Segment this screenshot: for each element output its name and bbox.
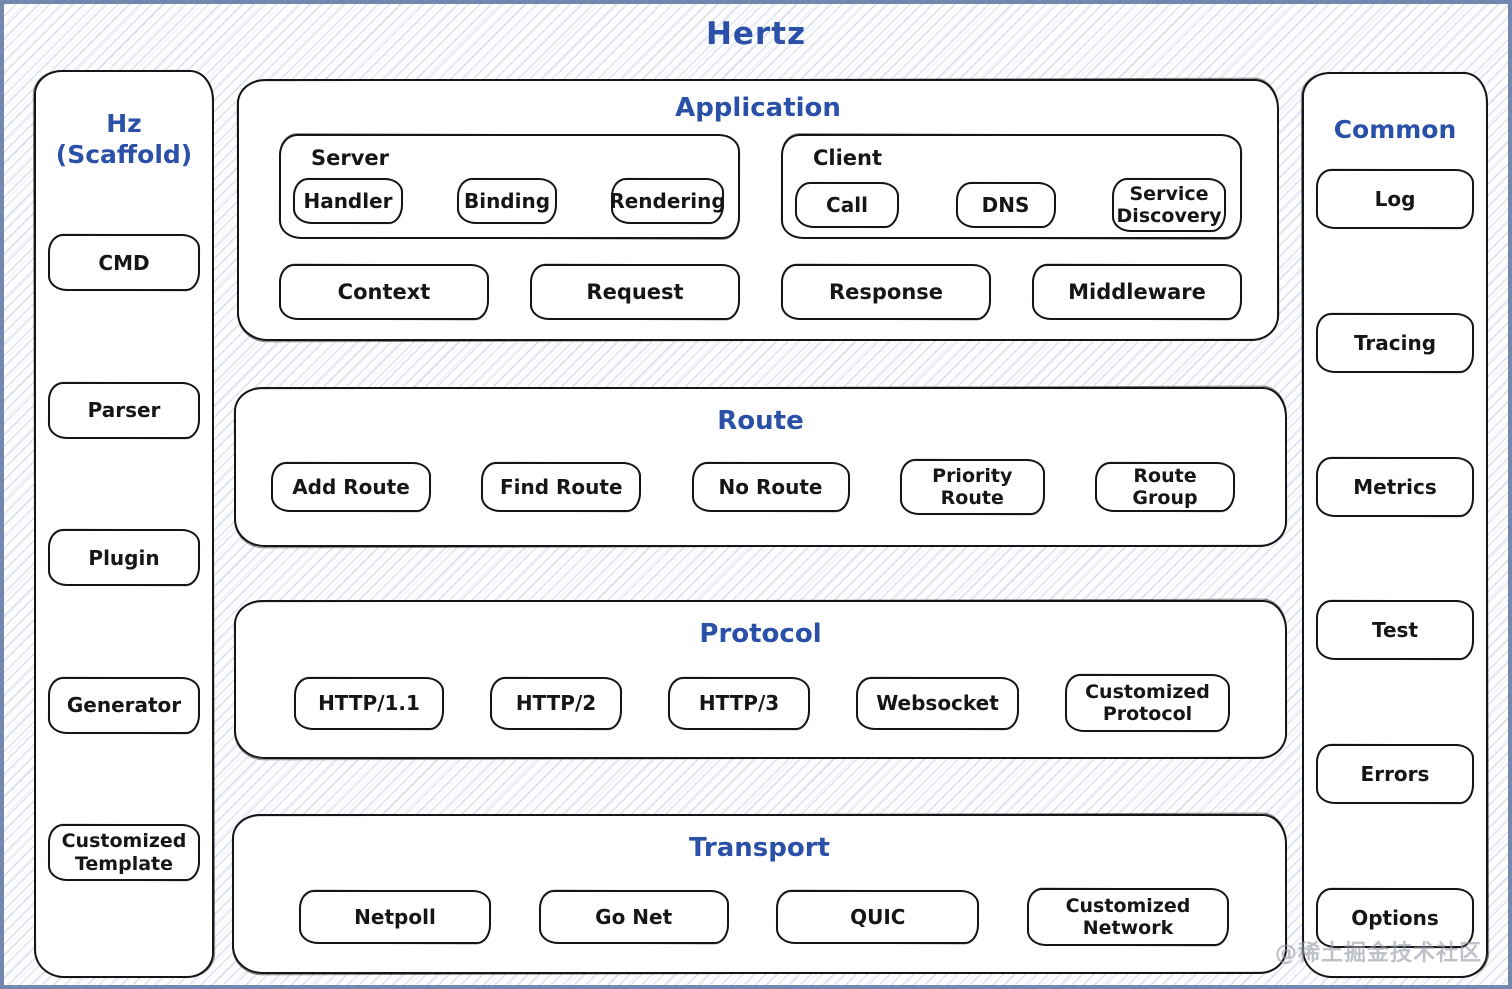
box-no-route: No Route bbox=[691, 462, 850, 512]
scaffold-title-line2: (Scaffold) bbox=[55, 140, 193, 170]
protocol-item-row: HTTP/1.1 HTTP/2 HTTP/3 Websocket Customi… bbox=[294, 674, 1230, 732]
server-group-row: Handler Binding Rendering bbox=[281, 170, 738, 224]
box-add-route: Add Route bbox=[271, 462, 431, 512]
diagram-title: Hertz bbox=[705, 16, 807, 52]
layer-route: Route Add Route Find Route No Route Prio… bbox=[234, 387, 1287, 547]
box-middleware: Middleware bbox=[1032, 264, 1242, 320]
box-dns: DNS bbox=[955, 182, 1056, 228]
layer-title-route: Route bbox=[717, 406, 804, 436]
box-http2: HTTP/2 bbox=[490, 676, 622, 730]
box-handler: Handler bbox=[293, 178, 403, 224]
layer-title-transport: Transport bbox=[689, 833, 830, 863]
box-call: Call bbox=[795, 182, 899, 228]
box-log: Log bbox=[1316, 169, 1474, 229]
scaffold-title-line1: Hz bbox=[106, 109, 142, 138]
box-customized-network: Customized Network bbox=[1026, 888, 1229, 946]
box-options: Options bbox=[1316, 887, 1474, 948]
scaffold-panel-title: Hz (Scaffold) bbox=[36, 108, 212, 171]
transport-item-row: Netpoll Go Net QUIC Customized Network bbox=[299, 888, 1229, 946]
server-group: Server Handler Binding Rendering bbox=[279, 134, 740, 239]
box-metrics: Metrics bbox=[1316, 456, 1474, 517]
route-item-row: Add Route Find Route No Route Priority R… bbox=[271, 459, 1235, 515]
layer-title-application: Application bbox=[675, 93, 841, 123]
box-request: Request bbox=[530, 264, 740, 320]
box-rendering: Rendering bbox=[609, 178, 726, 224]
box-tracing: Tracing bbox=[1316, 312, 1474, 373]
box-go-net: Go Net bbox=[538, 890, 729, 944]
client-group: Client Call DNS Service Discovery bbox=[781, 134, 1242, 239]
box-service-discovery: Service Discovery bbox=[1112, 178, 1226, 232]
layer-application: Application Server Handler Binding Rende… bbox=[237, 79, 1279, 341]
layer-protocol: Protocol HTTP/1.1 HTTP/2 HTTP/3 Websocke… bbox=[234, 600, 1287, 759]
box-http3: HTTP/3 bbox=[668, 676, 810, 730]
box-binding: Binding bbox=[457, 178, 557, 224]
box-cmd: CMD bbox=[48, 234, 200, 291]
box-errors: Errors bbox=[1316, 744, 1474, 805]
box-websocket: Websocket bbox=[856, 676, 1019, 730]
box-parser: Parser bbox=[48, 381, 200, 439]
client-group-label: Client bbox=[813, 146, 883, 170]
box-find-route: Find Route bbox=[481, 462, 642, 512]
application-groups: Server Handler Binding Rendering Client … bbox=[279, 134, 1242, 239]
scaffold-item-list: CMD Parser Plugin Generator Customized T… bbox=[48, 234, 200, 881]
common-panel: Common Log Tracing Metrics Test Errors O… bbox=[1302, 72, 1488, 978]
box-route-group: Route Group bbox=[1095, 462, 1235, 512]
box-netpoll: Netpoll bbox=[299, 890, 491, 944]
box-context: Context bbox=[279, 264, 489, 320]
application-item-row: Context Request Response Middleware bbox=[279, 264, 1242, 320]
box-customized-protocol: Customized Protocol bbox=[1065, 674, 1230, 732]
watermark: @稀土掘金技术社区 bbox=[1274, 941, 1482, 966]
scaffold-panel: Hz (Scaffold) CMD Parser Plugin Generato… bbox=[34, 70, 214, 978]
common-panel-title: Common bbox=[1333, 115, 1457, 144]
layer-transport: Transport Netpoll Go Net QUIC Customized… bbox=[232, 814, 1287, 974]
common-item-list: Log Tracing Metrics Test Errors Options bbox=[1316, 169, 1474, 948]
box-test: Test bbox=[1316, 600, 1474, 661]
layer-title-protocol: Protocol bbox=[699, 619, 822, 649]
box-customized-template: Customized Template bbox=[48, 824, 200, 881]
server-group-label: Server bbox=[311, 146, 390, 170]
box-generator: Generator bbox=[48, 676, 200, 734]
box-quic: QUIC bbox=[776, 890, 980, 944]
box-response: Response bbox=[781, 264, 991, 320]
box-priority-route: Priority Route bbox=[899, 459, 1045, 515]
box-http11: HTTP/1.1 bbox=[294, 676, 444, 730]
box-plugin: Plugin bbox=[48, 529, 200, 586]
client-group-row: Call DNS Service Discovery bbox=[783, 170, 1240, 232]
